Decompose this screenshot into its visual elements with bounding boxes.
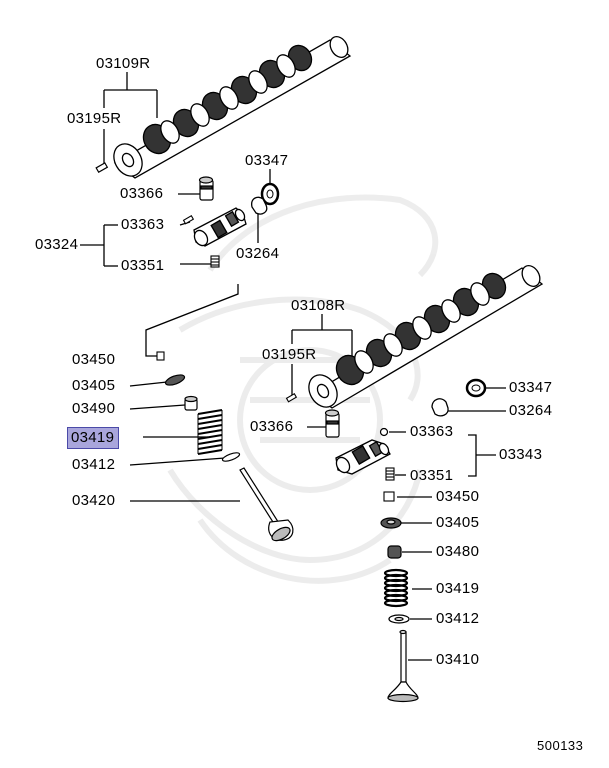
tip-03450-left	[156, 351, 165, 361]
lash-adjuster-top	[198, 176, 214, 201]
lash-adjuster-right	[324, 409, 340, 438]
pin-03363-right	[379, 427, 389, 437]
label-03324[interactable]: 03324	[35, 236, 79, 253]
label-03343[interactable]: 03343	[499, 446, 543, 463]
label-03450-right[interactable]: 03450	[436, 488, 480, 505]
label-03405-left[interactable]: 03405	[72, 377, 116, 394]
seal-03490	[184, 395, 198, 411]
label-03419-left-highlighted[interactable]: 03419	[67, 427, 120, 449]
rocker-arm-top	[193, 207, 247, 247]
label-03480[interactable]: 03480	[436, 543, 480, 560]
spring-03419-left	[197, 409, 223, 455]
label-03109r[interactable]: 03109R	[96, 55, 151, 72]
tip-03450-right	[383, 491, 395, 502]
diagram-code: 500133	[537, 738, 584, 753]
spring-03419-right	[383, 568, 409, 608]
label-03420[interactable]: 03420	[72, 492, 116, 509]
label-03410[interactable]: 03410	[436, 651, 480, 668]
label-03351-right[interactable]: 03351	[410, 467, 454, 484]
seal-right	[465, 378, 487, 398]
seal-03480	[387, 545, 402, 559]
screw-03351-right	[385, 467, 395, 481]
screw-03351-top	[210, 255, 220, 268]
label-03419-right[interactable]: 03419	[436, 580, 480, 597]
valve-03410	[387, 629, 419, 703]
gasket-top	[251, 196, 268, 215]
label-03195r-top[interactable]: 03195R	[67, 110, 122, 127]
label-03363-right[interactable]: 03363	[410, 423, 454, 440]
pin-03363-top	[182, 215, 195, 225]
label-03264-right[interactable]: 03264	[509, 402, 553, 419]
label-03195r-mid[interactable]: 03195R	[262, 346, 317, 363]
label-03412-right[interactable]: 03412	[436, 610, 480, 627]
pin-03195r-top	[95, 162, 109, 174]
gasket-right	[431, 398, 449, 417]
retainer-03405-right	[380, 517, 402, 529]
label-03363-top[interactable]: 03363	[121, 216, 165, 233]
pin-03195r-mid	[285, 393, 298, 403]
label-03366-top[interactable]: 03366	[120, 185, 164, 202]
seat-03412-right	[388, 614, 410, 624]
label-03490[interactable]: 03490	[72, 400, 116, 417]
label-03108r[interactable]: 03108R	[291, 297, 346, 314]
label-03405-right[interactable]: 03405	[436, 514, 480, 531]
camshaft-top	[113, 36, 352, 179]
rocker-arm-right	[335, 439, 391, 475]
seal-top	[260, 182, 280, 206]
watermark-logo	[167, 194, 439, 584]
label-03347-top[interactable]: 03347	[245, 152, 289, 169]
leader-lines	[80, 72, 506, 661]
camshaft-mid	[308, 265, 544, 409]
label-03450-left[interactable]: 03450	[72, 351, 116, 368]
valve-03420	[239, 467, 294, 542]
seat-03412-left	[221, 452, 241, 462]
retainer-03405-left	[164, 374, 186, 386]
label-03264-top[interactable]: 03264	[236, 245, 280, 262]
label-03347-right[interactable]: 03347	[509, 379, 553, 396]
label-03412-left[interactable]: 03412	[72, 456, 116, 473]
label-03351-top[interactable]: 03351	[121, 257, 165, 274]
label-03366-right[interactable]: 03366	[250, 418, 294, 435]
